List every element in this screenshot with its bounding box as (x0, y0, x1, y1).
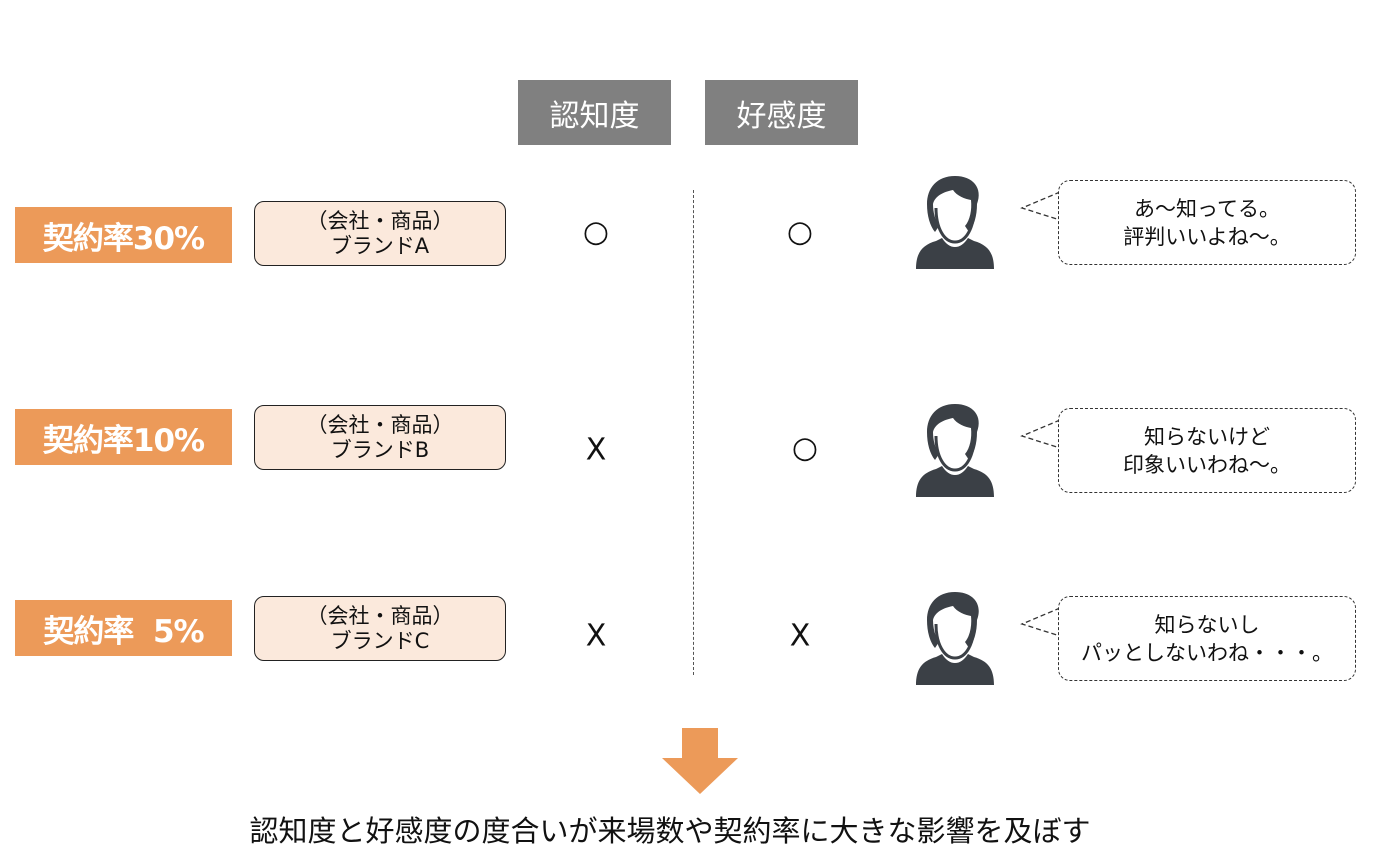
speech-line1: 知らないし (1154, 612, 1260, 637)
awareness-mark: X (585, 618, 607, 654)
person-icon (916, 176, 994, 269)
brand-line1: （会社・商品） (306, 603, 454, 628)
person-icon (916, 592, 994, 685)
header-awareness: 認知度 (518, 80, 671, 145)
awareness-mark: X (585, 432, 607, 468)
brand-line1: （会社・商品） (306, 208, 454, 233)
speech-bubble: 知らないし パッとしないわね・・・。 (1058, 596, 1356, 681)
conclusion-text: 認知度と好感度の度合いが来場数や契約率に大きな影響を及ぼす (249, 814, 1091, 848)
down-arrow-icon (662, 728, 738, 794)
divider-line (693, 190, 694, 675)
speech-line2: 評判いいよね～。 (1123, 224, 1291, 249)
favorability-mark: X (789, 618, 811, 654)
rate-label: 契約率 5% (15, 600, 232, 656)
favorability-mark: ○ (786, 214, 814, 250)
header-favorability: 好感度 (705, 80, 858, 145)
brand-line2: ブランドA (330, 233, 430, 258)
brand-line2: ブランドC (330, 628, 430, 653)
brand-box: （会社・商品） ブランドA (254, 201, 506, 266)
brand-box: （会社・商品） ブランドB (254, 405, 506, 470)
rate-label: 契約率10% (15, 409, 232, 465)
person-icon (916, 404, 994, 497)
rate-label: 契約率30% (15, 207, 232, 263)
speech-tail (1020, 607, 1061, 637)
speech-line1: 知らないけど (1144, 424, 1270, 449)
speech-tail (1020, 419, 1061, 449)
speech-line2: 印象いいわね～。 (1123, 452, 1291, 477)
speech-line2: パッとしないわね・・・。 (1081, 640, 1333, 665)
brand-line2: ブランドB (330, 437, 430, 462)
brand-box: （会社・商品） ブランドC (254, 596, 506, 661)
awareness-mark: ○ (582, 214, 610, 250)
speech-tail (1020, 191, 1061, 221)
favorability-mark: ○ (791, 430, 819, 466)
speech-bubble: あ～知ってる。 評判いいよね～。 (1058, 180, 1356, 265)
speech-line1: あ～知ってる。 (1134, 196, 1280, 221)
brand-line1: （会社・商品） (306, 412, 454, 437)
speech-bubble: 知らないけど 印象いいわね～。 (1058, 408, 1356, 493)
